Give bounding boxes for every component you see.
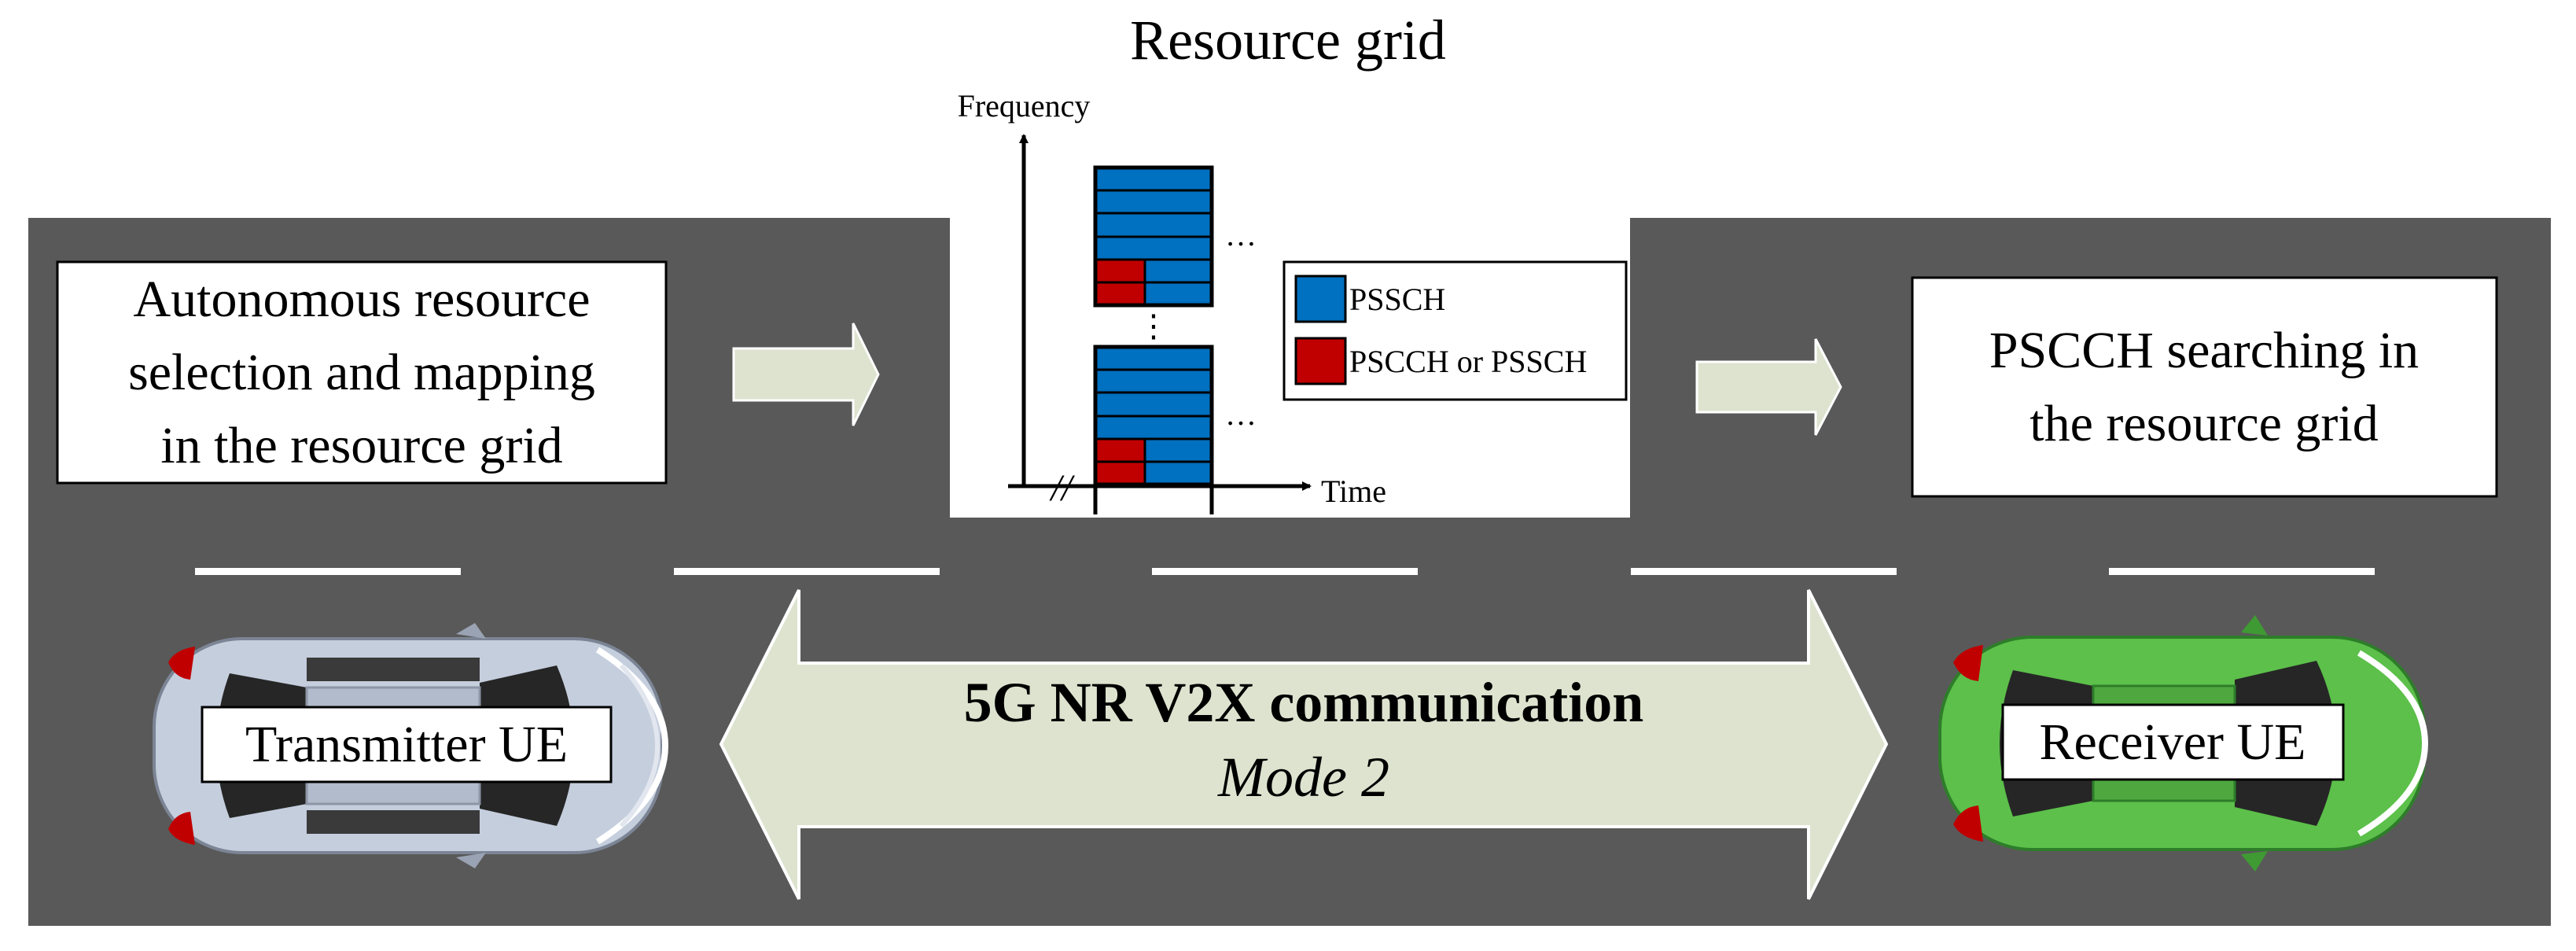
flow-arrow-right (1695, 338, 1842, 436)
right-box (1911, 276, 2498, 498)
lane-marking (1631, 568, 1897, 575)
communication-arrow (719, 589, 1889, 900)
communication-mode: Mode 2 (1217, 746, 1389, 809)
diagram-title: Resource grid (1130, 9, 1446, 72)
resource-block-upper (1093, 165, 1214, 308)
lane-marking (674, 568, 940, 575)
legend-label-pscch: PSCCH or PSSCH (1349, 344, 1587, 379)
lane-marking (195, 568, 461, 575)
continuation-dots-upper: … (1225, 217, 1257, 252)
left-box-line-1: Autonomous resource (133, 271, 590, 328)
left-box-line-2: selection and mapping (128, 344, 595, 401)
continuation-dots-lower: … (1225, 396, 1257, 432)
left-box (56, 260, 668, 485)
lane-marking (1152, 568, 1418, 575)
resource-block-lower (1093, 345, 1214, 487)
flow-arrow-left (732, 323, 880, 426)
axis-break-mark: // (1049, 467, 1075, 509)
time-axis-label: Time (1321, 474, 1386, 509)
communication-title: 5G NR V2X communication (964, 671, 1644, 734)
receiver-label-box (2001, 703, 2345, 781)
transmitter-label: Transmitter UE (245, 716, 568, 773)
legend-label-pssch: PSSCH (1349, 282, 1445, 317)
receiver-label: Receiver UE (2040, 713, 2306, 771)
resource-grid: Frequency Time // (958, 88, 1628, 514)
legend-swatch-pssch (1294, 275, 1347, 323)
legend-swatch-pscch (1294, 337, 1347, 385)
lane-marking (2109, 568, 2375, 575)
lane-markings (195, 568, 2375, 575)
right-box-line-1: PSCCH searching in (1989, 322, 2419, 379)
left-box-line-3: in the resource grid (160, 417, 562, 474)
legend: PSSCH PSCCH or PSSCH (1282, 260, 1628, 401)
vertical-dots: ⋮ (1138, 308, 1169, 344)
frequency-axis-label: Frequency (958, 88, 1091, 123)
right-box-line-2: the resource grid (2030, 395, 2378, 452)
transmitter-label-box (201, 706, 613, 783)
